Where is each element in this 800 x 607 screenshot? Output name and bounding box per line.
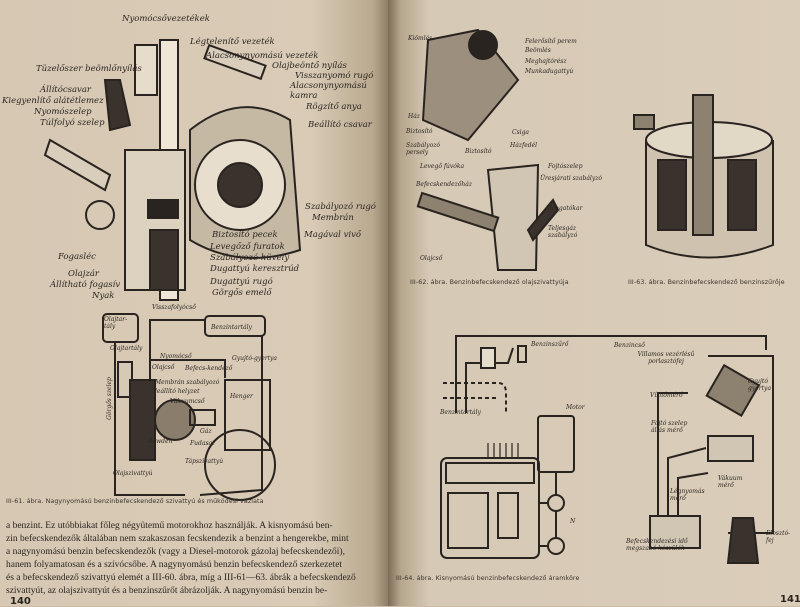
- label: Fojtó szelep állás mérő: [651, 420, 688, 434]
- label: Nyomószelep: [34, 107, 92, 117]
- page-number: 141: [780, 594, 800, 605]
- label: Befecskendezési idő megszabó készülék: [626, 538, 688, 552]
- label: Olajcső: [152, 364, 175, 371]
- label: Alacsonynyomású vezeték: [206, 51, 319, 61]
- text-line: szivattyút, az olajszivattyút és a benzi…: [6, 586, 328, 596]
- label: Beömlés: [525, 47, 551, 54]
- figure-caption: III-64. ábra. Kisnyomású benzinbefecsken…: [396, 575, 580, 582]
- label: Benzincső: [614, 342, 645, 349]
- label: Benzintartály: [440, 409, 481, 416]
- figure-caption: III-61. ábra. Nagynyomású benzinbefecske…: [6, 498, 264, 505]
- label: Túlfolyó szelep: [40, 118, 105, 128]
- label: Biztosító pecek: [212, 230, 278, 240]
- label: Olajzár: [68, 269, 99, 279]
- operating-schematic: [102, 313, 276, 501]
- label: Szabályozó persely: [406, 142, 440, 156]
- label: Olajtartály: [110, 345, 143, 352]
- label: Kiegyenlítő alátétlemez: [2, 96, 104, 106]
- right-page: Kiömlés Felerősítő perem Beömlés Meghajt…: [388, 0, 800, 606]
- label: Befecskendezőház: [416, 181, 472, 188]
- label: Dugattyú rugó: [210, 277, 273, 287]
- label: Fudasat: [190, 440, 215, 447]
- figure-caption: III-63. ábra. Benzinbefecskendező benzin…: [628, 279, 785, 286]
- body-text: a benzint. Ez utóbbiakat főleg négyütemű…: [6, 520, 382, 598]
- label: Tüzelőszer beömlőnyílás: [36, 64, 142, 74]
- label: Munkadugattyú: [525, 68, 574, 75]
- label: Görgős szelep: [105, 377, 113, 420]
- label: Nyomócső: [160, 353, 192, 360]
- label: Biztosító: [465, 148, 492, 155]
- label: Benzinszűrő: [531, 341, 569, 348]
- label: Olajbeöntő nyílás: [272, 61, 347, 71]
- label: Gáz: [200, 428, 212, 435]
- fuel-pump-cutaway-drawing: [43, 39, 302, 301]
- label: Vízhőmérő: [650, 392, 683, 399]
- label: Görgős emelő: [212, 288, 272, 298]
- circuit-diagram: [440, 335, 774, 564]
- label: Üresjárati szabályzó: [540, 175, 602, 182]
- label: Fogasléc: [58, 252, 96, 262]
- label: Bowden: [148, 438, 173, 445]
- label: Csigа: [512, 129, 530, 136]
- label: Állítócsavar: [40, 85, 91, 95]
- label: Olajtar-tály: [104, 316, 128, 330]
- label: Elosztó-fej: [766, 530, 791, 544]
- label: Meghajtórész: [525, 58, 567, 65]
- label: N: [570, 518, 576, 525]
- label: Mozgatókar: [546, 205, 583, 212]
- label: Nyomócsővezetékek: [122, 14, 210, 24]
- label: Olajcső: [420, 255, 443, 262]
- label: Felerősítő perem: [525, 38, 577, 45]
- label: Rögzítő anya: [306, 102, 362, 112]
- label: Olajszivattyú: [113, 470, 153, 477]
- label: Légtelenítő vezeték: [190, 37, 275, 47]
- label: Visszanyomó rugó: [295, 71, 374, 81]
- label: Nyak: [92, 291, 115, 301]
- label: Házfedél: [510, 142, 538, 149]
- label: Ház: [408, 113, 420, 120]
- label: Biztosító: [406, 128, 433, 135]
- text-line: zin befecskendezők általában nem szakasz…: [6, 534, 349, 544]
- label: Vákuum mérő: [718, 475, 743, 489]
- page-number: 140: [10, 596, 31, 607]
- label: Membrán: [312, 213, 354, 223]
- label: Gyujtó-gyertya: [232, 355, 277, 362]
- label: Vákuumcső: [170, 398, 205, 405]
- label: Gyujtó gyertya: [748, 378, 772, 392]
- text-line: hanem folyamatosan és a szívócsőbe. A na…: [6, 560, 343, 570]
- label: Légnyomás mérő: [670, 488, 705, 502]
- text-line: a benzint. Ez utóbbiakat főleg négyütemű…: [6, 521, 333, 531]
- label: Szabályozó hüvely: [210, 253, 290, 263]
- figure-caption: III-62. ábra. Benzinbefecskendező olajsz…: [410, 279, 569, 286]
- label: Alacsonynyomású kamra: [290, 81, 367, 101]
- label: Állítható fogasív: [50, 280, 121, 290]
- label: Beállító csavar: [308, 120, 372, 130]
- label: Villamos vezérlésű porlasztófej: [637, 351, 695, 365]
- label: Kiömlés: [408, 35, 433, 42]
- label: Motor: [566, 404, 585, 411]
- label: Szabályozó rugó: [305, 202, 376, 212]
- label: Benzintartály: [211, 324, 252, 331]
- left-page: Nyomócsővezetékek Légtelenítő vezeték Al…: [0, 0, 388, 607]
- label: Teljesgáz szabályzó: [548, 225, 578, 239]
- label: Dugattyú keresztrúd: [210, 264, 300, 274]
- label: Magával vivő: [304, 230, 362, 240]
- text-line: a nagynyomású benzin befecskendezők (vag…: [6, 547, 345, 557]
- label: Levegő fúvóka: [420, 163, 465, 170]
- label: Henger: [230, 393, 253, 400]
- label: Tápszivattyú: [185, 458, 224, 465]
- label: leállító helyzet: [155, 388, 200, 395]
- label: Visszafolyócső: [152, 304, 196, 311]
- label: Levegőző furatok: [210, 242, 285, 252]
- label: Befecs-kendező: [185, 365, 233, 372]
- label: Fojtószelep: [548, 163, 583, 170]
- label: Membrán szabályozó: [155, 379, 220, 386]
- text-line: és a befecskendező szivattyú elemét a II…: [6, 573, 356, 583]
- oil-pump-drawing: [416, 28, 774, 271]
